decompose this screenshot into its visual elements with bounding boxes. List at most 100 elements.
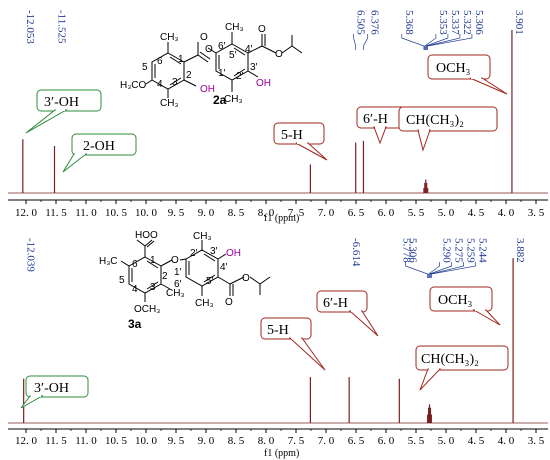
peak-label-connector: [428, 262, 440, 278]
x-tick-label: 9. 0: [198, 207, 215, 219]
x-tick-label: 5. 5: [408, 207, 425, 219]
x-tick-label: 3. 5: [528, 435, 545, 447]
x-tick-label: 7. 0: [318, 435, 335, 447]
svg-text:OH: OH: [256, 78, 271, 89]
x-tick-label: 10. 0: [135, 435, 158, 447]
svg-text:5′: 5′: [206, 276, 214, 287]
svg-text:O: O: [258, 24, 266, 35]
x-tick-label: 4. 5: [468, 207, 485, 219]
x-tick-label: 11. 0: [75, 435, 97, 447]
peak-value-label: 5.306: [407, 238, 419, 263]
x-tick-label: 11. 5: [45, 435, 67, 447]
svg-text:CH₃: CH₃: [193, 231, 212, 242]
svg-text:OH: OH: [226, 248, 241, 259]
structure-3a-labels: HO O O H₃C OCH₃ CH₃ CH₃ OH O O CH₃ 6 5 4…: [99, 230, 250, 331]
peak-value-label: 6.505: [355, 10, 367, 35]
x-axis-label: f1 (ppm): [264, 448, 299, 459]
svg-text:5-H: 5-H: [267, 323, 289, 338]
svg-text:2a: 2a: [213, 93, 227, 107]
x-tick-label: 12. 0: [15, 207, 38, 219]
x-tick-label: 9. 5: [168, 435, 185, 447]
callout-2-oh: 2-OH: [62, 133, 137, 173]
x-tick-label: 6. 5: [348, 207, 365, 219]
peak-label-connector: [405, 262, 428, 278]
peak-value-label: 5.353: [437, 10, 449, 35]
x-tick-label: 5. 0: [438, 207, 455, 219]
peak-label-connector: [430, 262, 464, 278]
svg-text:3: 3: [150, 282, 156, 293]
svg-text:1′: 1′: [218, 68, 226, 79]
svg-text:OCH₃: OCH₃: [438, 293, 473, 308]
structure-2a-labels: O O O O OH OH H₃CO CH₃ CH₃ CH₃ CH₃ 6 5 4…: [120, 22, 283, 109]
svg-text:2′: 2′: [190, 248, 198, 259]
callout-och3: OCH₃: [429, 286, 501, 326]
x-tick-label: 4. 0: [498, 435, 515, 447]
svg-text:CH₃: CH₃: [166, 288, 185, 299]
peak-value-label: 5.368: [403, 10, 415, 35]
svg-text:5′: 5′: [229, 50, 237, 61]
peak-value-label: 3.882: [514, 238, 526, 263]
x-axis-label: f1 (ppm): [264, 213, 299, 224]
peak-value-label: -11.525: [56, 10, 68, 44]
svg-text:CH₃: CH₃: [160, 98, 179, 109]
peak-label-connector: [353, 34, 357, 50]
x-tick-label: 9. 0: [198, 435, 215, 447]
svg-text:5: 5: [119, 275, 125, 286]
svg-text:O: O: [225, 297, 233, 308]
svg-text:6′-H: 6′-H: [363, 112, 388, 127]
svg-text:6: 6: [157, 56, 163, 67]
peak-label-connector: [426, 34, 461, 50]
svg-text:2-OH: 2-OH: [83, 139, 115, 154]
x-tick-label: 11. 0: [75, 207, 97, 219]
x-tick-label: 12. 0: [15, 435, 38, 447]
svg-text:2′: 2′: [236, 71, 244, 82]
x-tick-label: 11. 5: [45, 207, 67, 219]
callout-5-h: 5-H: [260, 317, 326, 371]
svg-text:H₃CO: H₃CO: [120, 80, 147, 91]
x-tick-label: 5. 0: [438, 435, 455, 447]
x-tick-label: 10. 0: [135, 207, 158, 219]
x-tick-label: 5. 5: [408, 435, 425, 447]
x-tick-label: 10. 5: [105, 207, 128, 219]
svg-text:2: 2: [186, 70, 192, 81]
x-tick-label: 8. 5: [228, 435, 245, 447]
callout-5-h: 5-H: [273, 122, 328, 161]
svg-text:1: 1: [150, 255, 156, 266]
svg-text:6′: 6′: [174, 279, 182, 290]
x-tick-label: 8. 5: [228, 207, 245, 219]
x-tick-label: 10. 5: [105, 435, 128, 447]
x-tick-label: 6. 5: [348, 435, 365, 447]
svg-text:O: O: [205, 44, 213, 55]
spectrum-peaks: [22, 30, 513, 193]
svg-text:3′-OH: 3′-OH: [34, 381, 69, 396]
svg-text:3: 3: [172, 77, 178, 88]
peak-label-connector: [427, 34, 473, 50]
svg-text:O: O: [200, 32, 208, 43]
x-tick-label: 4. 0: [498, 207, 515, 219]
x-tick-label: 4. 5: [468, 435, 485, 447]
svg-text:6′: 6′: [218, 41, 226, 52]
peak-label-connector: [431, 262, 476, 278]
peak-value-label: 5.322: [461, 10, 473, 35]
x-tick-label: 6. 0: [378, 435, 395, 447]
svg-text:CH₃: CH₃: [224, 94, 243, 105]
svg-text:4′: 4′: [245, 44, 253, 55]
peak-value-label: -12.039: [25, 238, 37, 272]
x-tick-label: 3. 5: [528, 207, 545, 219]
svg-text:CH(CH₃)₂: CH(CH₃)₂: [421, 352, 479, 367]
svg-text:4: 4: [132, 284, 138, 295]
svg-text:OH: OH: [200, 84, 215, 95]
svg-text:2: 2: [162, 271, 168, 282]
x-tick-label: 8. 0: [258, 207, 275, 219]
svg-text:3a: 3a: [128, 317, 142, 331]
svg-text:CH₃: CH₃: [160, 32, 179, 43]
peak-label-connector: [424, 34, 437, 50]
svg-text:CH₃: CH₃: [225, 22, 244, 33]
peak-value-label: 5.244: [477, 238, 489, 263]
svg-text:O: O: [242, 273, 250, 284]
